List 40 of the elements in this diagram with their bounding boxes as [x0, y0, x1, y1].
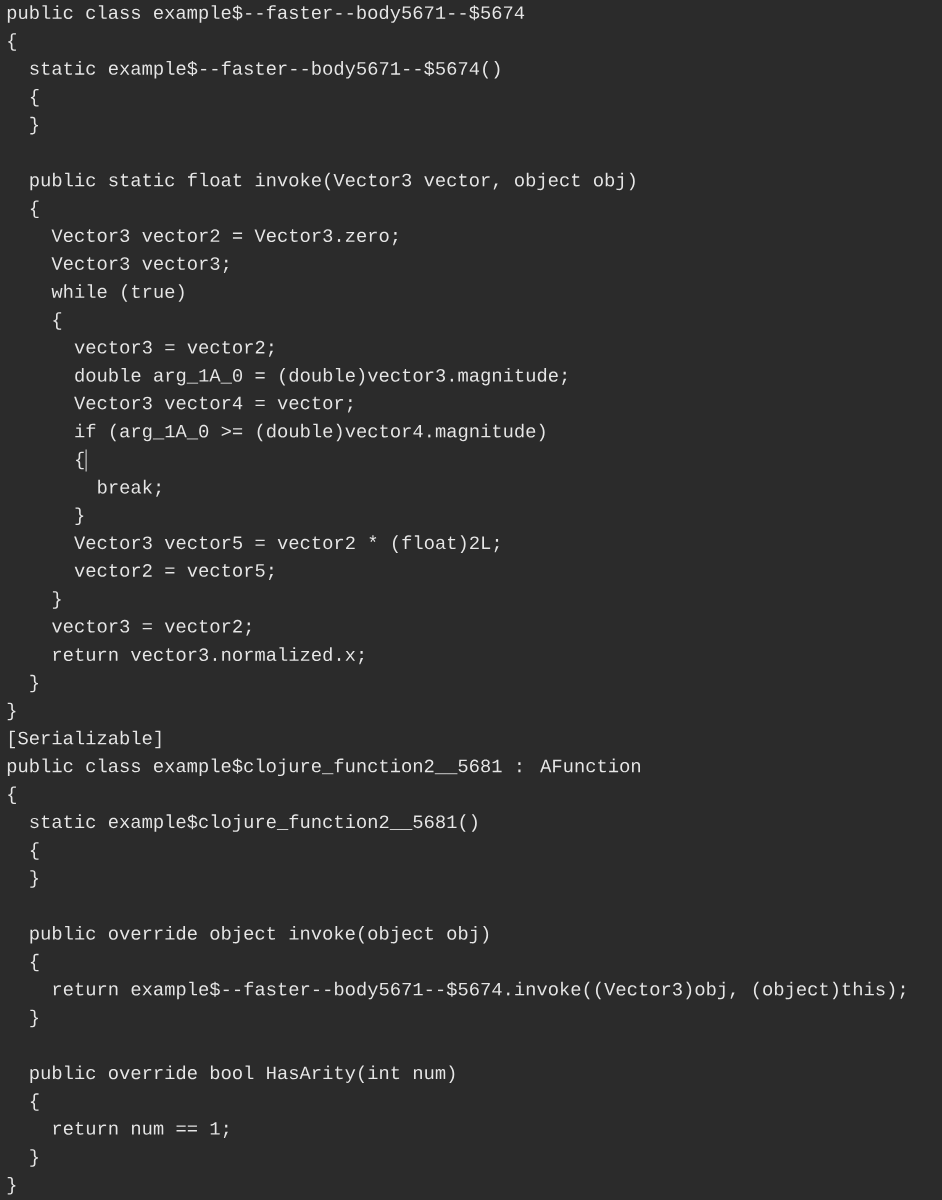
code-line: break; — [98, 479, 161, 497]
code-line: { — [8, 33, 16, 51]
code-line: public class example$clojure_function2__5681 : AFunction — [7, 758, 640, 777]
code-line: { — [30, 200, 39, 219]
code-line: } — [7, 1177, 16, 1195]
code-line: { — [30, 88, 39, 107]
code-line: { — [8, 786, 16, 804]
code-line: while (true) — [51, 284, 184, 302]
code-line: vector3 = vector2; — [52, 619, 251, 636]
code-line: public static float invoke(Vector3 vector, object obj) — [30, 172, 635, 191]
code-line: } — [30, 1009, 38, 1028]
code-line: Vector3 vector2 = Vector3.zero; — [51, 229, 397, 246]
code-line: return num == 1; — [53, 1122, 228, 1138]
code-line: return vector3.normalized.x; — [53, 647, 364, 665]
code-line: public override object invoke(object obj) — [30, 925, 489, 944]
code-line: Vector3 vector5 = vector2 * (float)2L; — [74, 535, 499, 553]
code-line: [Serializable] — [9, 730, 161, 749]
code-line: Vector3 vector4 = vector; — [74, 396, 352, 413]
code-line: vector2 = vector5; — [74, 564, 273, 580]
code-line: } — [75, 507, 84, 525]
code-line: public class example$--faster--body5671--$5674 — [7, 5, 525, 23]
code-line: { — [30, 953, 39, 972]
code-line: static example$--faster--body5671--$5674() — [30, 61, 500, 79]
code-line: { — [53, 312, 62, 330]
code-line: double arg_1A_0 = (double)vector3.magnitude; — [75, 367, 567, 386]
code-line: vector3 = vector2; — [74, 340, 273, 357]
code-line: return example$--faster--body5671--$5674.invoke((Vector3)obj, (object)this); — [53, 981, 905, 1000]
code-line: } — [30, 870, 38, 888]
code-line: { — [30, 1093, 39, 1111]
code-line: if (arg_1A_0 >= (double)vector4.magnitude) — [75, 423, 545, 442]
code-line: Vector3 vector3; — [51, 257, 228, 274]
code-line: } — [52, 591, 61, 609]
code-line: } — [30, 1149, 38, 1167]
code-line: } — [30, 116, 38, 135]
code-line: static example$clojure_function2__5681() — [30, 814, 477, 832]
code-line: } — [7, 702, 16, 721]
code-line: } — [30, 674, 38, 693]
code-line: public override bool HasArity(int num) — [30, 1065, 455, 1083]
code-line: { — [30, 842, 39, 860]
code-line: { — [76, 451, 84, 470]
